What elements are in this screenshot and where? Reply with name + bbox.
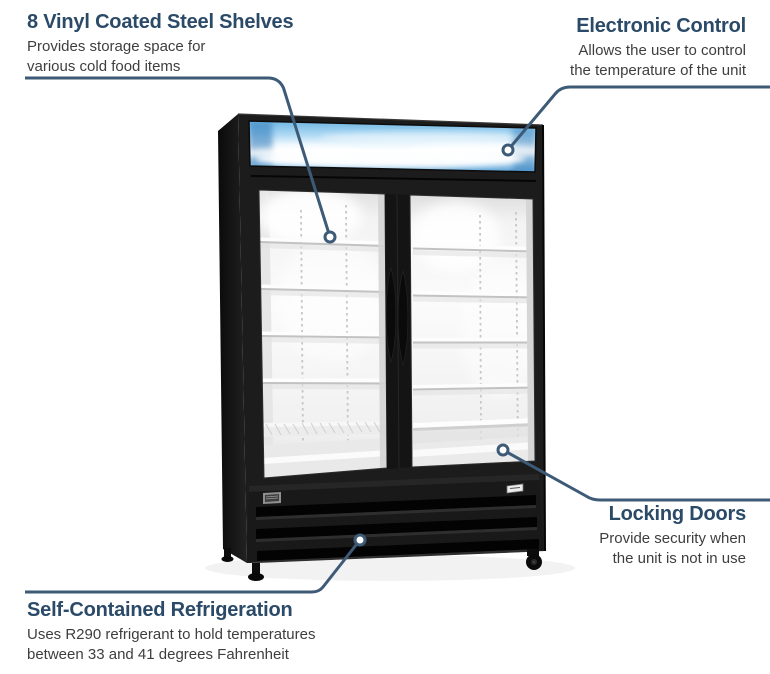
callout-refrigeration-desc-line1: Uses R290 refrigerant to hold temperatur… bbox=[27, 626, 316, 643]
banner-retainer-line bbox=[250, 175, 537, 182]
fridge-side-panel bbox=[218, 114, 247, 563]
right-door bbox=[409, 194, 536, 468]
callout-locking-doors-desc: Provide security when the unit is not in … bbox=[599, 529, 746, 568]
left-door-handle bbox=[385, 266, 397, 364]
right-glass-reflection bbox=[526, 199, 535, 461]
cabinet-right-edge bbox=[542, 124, 546, 552]
right-door-handle bbox=[397, 269, 409, 367]
callout-line-locking-doors bbox=[502, 448, 770, 502]
fridge-illustration bbox=[205, 113, 575, 581]
left-door bbox=[258, 189, 388, 479]
callout-electronic-control-desc: Allows the user to control the temperatur… bbox=[570, 41, 746, 80]
callout-shelves-desc-line2: various cold food items bbox=[27, 57, 181, 75]
callout-electronic-control: Electronic Control Allows the user to co… bbox=[570, 15, 746, 80]
left-floor-highlight bbox=[263, 450, 387, 464]
callout-refrigeration-desc-line2: between 33 and 41 degrees Fahrenheit bbox=[27, 645, 289, 663]
left-glass-reflection bbox=[378, 194, 387, 468]
callout-electronic-control-desc-line1: Allows the user to control bbox=[578, 42, 746, 59]
callout-locking-doors: Locking Doors Provide security when the u… bbox=[599, 503, 746, 568]
ground-shadow bbox=[205, 555, 575, 581]
callout-locking-doors-desc-line2: the unit is not in use bbox=[612, 549, 746, 567]
callout-electronic-control-title: Electronic Control bbox=[576, 15, 746, 37]
callout-shelves: 8 Vinyl Coated Steel Shelves Provides st… bbox=[27, 11, 294, 76]
wire-shelf bbox=[262, 421, 387, 437]
sign-banner bbox=[248, 120, 537, 173]
marker-locking-doors bbox=[496, 443, 510, 457]
marker-electronic-control bbox=[501, 143, 515, 157]
callout-line-shelves bbox=[25, 76, 332, 238]
callout-lines bbox=[25, 76, 770, 594]
cabinet-top-highlight bbox=[237, 113, 544, 126]
callout-line-refrigeration bbox=[25, 539, 362, 594]
marker-shelves bbox=[323, 230, 337, 244]
callout-refrigeration-title: Self-Contained Refrigeration bbox=[27, 599, 293, 621]
callout-locking-doors-title: Locking Doors bbox=[608, 503, 747, 525]
callout-markers bbox=[323, 143, 515, 547]
right-door-shelves bbox=[413, 244, 535, 396]
callout-refrigeration: Self-Contained Refrigeration Uses R290 r… bbox=[27, 599, 315, 664]
callout-line-electronic-control bbox=[506, 85, 770, 151]
callout-refrigeration-desc: Uses R290 refrigerant to hold temperatur… bbox=[27, 625, 315, 664]
left-door-shelves bbox=[260, 237, 387, 390]
callout-electronic-control-desc-line2: the temperature of the unit bbox=[570, 61, 746, 79]
louver-vents bbox=[256, 495, 539, 563]
shelf-standards-left bbox=[300, 204, 349, 447]
callout-shelves-desc: Provides storage space for various cold f… bbox=[27, 37, 293, 76]
callout-shelves-desc-line1: Provides storage space for bbox=[27, 38, 206, 55]
callout-locking-doors-desc-line1: Provide security when bbox=[599, 530, 746, 547]
refrigeration-base bbox=[247, 474, 543, 563]
brand-badge bbox=[263, 492, 281, 504]
legs-and-casters bbox=[221, 548, 542, 581]
callout-shelves-title: 8 Vinyl Coated Steel Shelves bbox=[27, 11, 294, 33]
spec-sticker bbox=[506, 483, 524, 494]
marker-refrigeration bbox=[353, 533, 367, 547]
